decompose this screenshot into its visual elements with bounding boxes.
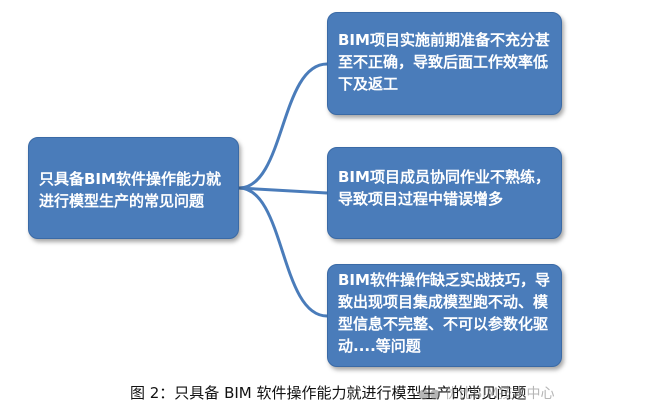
root-node: 只具备BIM软件操作能力就进行模型生产的常见问题: [28, 137, 239, 239]
connector-bottom: [238, 186, 328, 318]
watermark-text: 优比BIM技术中心: [444, 386, 555, 402]
branch-node-1-label: BIM项目实施前期准备不充分甚至不正确，导致后面工作效率低下及返工: [338, 31, 550, 93]
connector-top: [238, 62, 328, 190]
branch-node-2-label: BIM项目成员协同作业不熟练，导致项目过程中错误增多: [338, 168, 550, 208]
branch-node-2: BIM项目成员协同作业不熟练，导致项目过程中错误增多: [327, 147, 562, 239]
connector-middle: [238, 186, 328, 195]
branch-node-3-label: BIM软件操作缺乏实战技巧，导致出现项目集成模型跑不动、模型信息不完整、不可以参…: [338, 271, 550, 355]
wechat-icon: ●●: [418, 387, 441, 402]
watermark: ●●优比BIM技术中心: [418, 383, 555, 403]
branch-node-3: BIM软件操作缺乏实战技巧，导致出现项目集成模型跑不动、模型信息不完整、不可以参…: [327, 264, 562, 367]
branch-node-1: BIM项目实施前期准备不充分甚至不正确，导致后面工作效率低下及返工: [327, 12, 562, 115]
root-node-label: 只具备BIM软件操作能力就进行模型生产的常见问题: [39, 170, 221, 210]
figure-caption: 图 2：只具备 BIM 软件操作能力就进行模型生产的常见问题: [130, 384, 527, 402]
